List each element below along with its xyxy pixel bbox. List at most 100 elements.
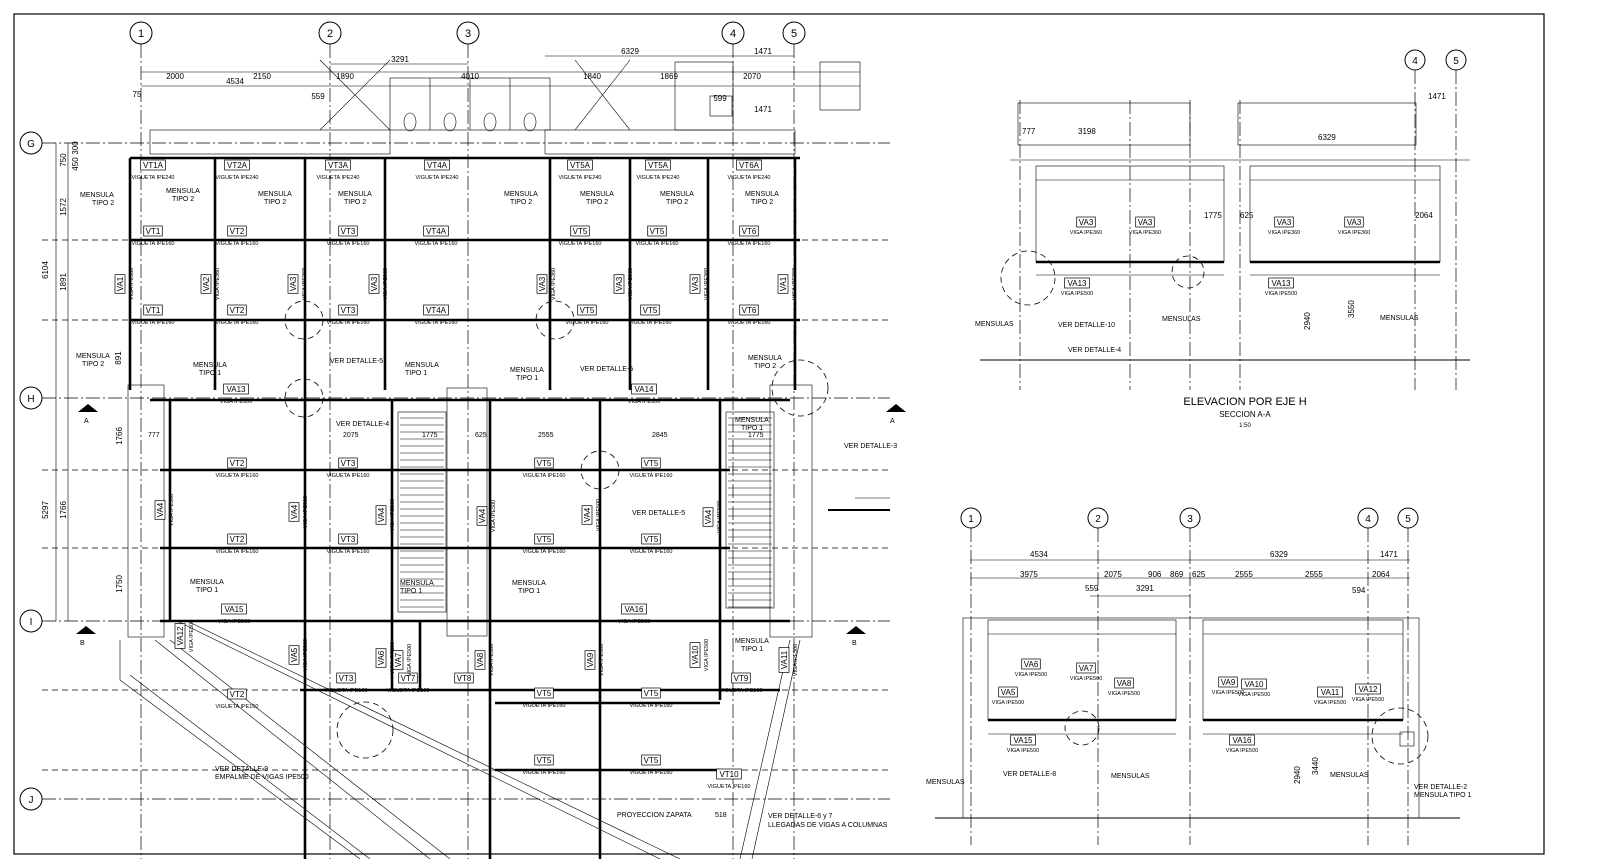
note: VER DETALLE-4 bbox=[336, 421, 389, 428]
plan-row-bubbles: G H I J bbox=[19, 131, 43, 811]
section-label: A bbox=[890, 418, 895, 425]
elev-tag-section: VIGA IPE500 bbox=[1061, 291, 1093, 297]
beam-tag-section: VIGUETA IPE160 bbox=[386, 688, 429, 694]
beam-tag-label: VT2 bbox=[230, 535, 245, 544]
tag-box bbox=[640, 304, 660, 316]
axis-label: I bbox=[30, 617, 33, 628]
tag-box bbox=[778, 647, 790, 673]
note: MENSULAS bbox=[1330, 772, 1369, 779]
beam-tag-label: VT5 bbox=[573, 227, 588, 236]
note: MENSULA bbox=[735, 638, 769, 645]
elevation-scale: 1:50 bbox=[1239, 423, 1251, 429]
beam-tag-label: VA4 bbox=[583, 507, 592, 522]
dim-text: 625 bbox=[475, 432, 487, 439]
dim-text: 906 bbox=[1148, 570, 1162, 579]
beam-tag-label: VT1 bbox=[146, 227, 161, 236]
beam-tag-label: VA4 bbox=[704, 509, 713, 524]
beam-tag-section: VIGA IPE360 bbox=[628, 268, 634, 300]
tag-box bbox=[140, 159, 166, 171]
elev-tag-section: VIGA IPE360 bbox=[1070, 230, 1102, 236]
beam-tag-label: VT3 bbox=[341, 306, 356, 315]
beam-tag-label: VT10 bbox=[719, 770, 739, 779]
tag-box bbox=[1355, 683, 1381, 695]
beam-tag-label: VA15 bbox=[225, 605, 245, 614]
elev-tag-label: VA3 bbox=[1079, 218, 1094, 227]
dim-text: 450 bbox=[71, 157, 80, 171]
note: MENSULA bbox=[745, 191, 779, 198]
dim-text: 1471 bbox=[1428, 92, 1446, 101]
tag-box bbox=[1114, 677, 1134, 689]
elev-tag-section: VIGA IPE500 bbox=[992, 700, 1024, 706]
beam-tag-section: VIGUETA IPE240 bbox=[558, 175, 601, 181]
beam-tag-label: VT3 bbox=[341, 535, 356, 544]
section-label: B bbox=[80, 640, 85, 647]
tag-box bbox=[689, 274, 701, 294]
dim-text: 1890 bbox=[336, 72, 354, 81]
tag-box bbox=[227, 688, 247, 700]
dim-text: 2075 bbox=[1104, 570, 1122, 579]
note: VER DETALLE-5 bbox=[580, 366, 633, 373]
note: MENSULAS bbox=[1380, 315, 1419, 322]
beam-tag-section: VIGUETA IPE160 bbox=[326, 549, 369, 555]
note: VER DETALLE-10 bbox=[1058, 322, 1115, 329]
dim-text: 300 bbox=[71, 141, 80, 155]
elev-tag-label: VA5 bbox=[1001, 688, 1016, 697]
elev-tag-label: VA13 bbox=[1068, 279, 1088, 288]
note: VER DETALLE-4 bbox=[1068, 347, 1121, 354]
dim-text: 1572 bbox=[59, 198, 68, 216]
note: VER DETALLE-5 bbox=[632, 510, 685, 517]
elevation-axis-h: 4 5 1471 777 3198 6329 1775 625 2064 294… bbox=[975, 49, 1470, 429]
plan-top-dimensions: 3291 6329 1471 2000 4534 2150 1890 4010 … bbox=[133, 47, 860, 114]
tag-box bbox=[288, 645, 300, 665]
note: TIPO 1 bbox=[199, 370, 221, 377]
tag-box bbox=[534, 687, 554, 699]
note: TIPO 2 bbox=[172, 196, 194, 203]
tag-box bbox=[1064, 277, 1090, 289]
tag-box bbox=[1229, 734, 1255, 746]
elev-tag-section: VIGA IPE500 bbox=[1238, 692, 1270, 698]
dim-text: 625 bbox=[1192, 570, 1206, 579]
section-label: B bbox=[852, 640, 857, 647]
beam-tag-section: VIGA IPE500 bbox=[717, 501, 723, 533]
beam-tag-label: VT5 bbox=[644, 756, 659, 765]
elev-tag-section: VIGA IPE500 bbox=[1314, 700, 1346, 706]
beam-tag-section: VIGUETA IPE160 bbox=[727, 320, 770, 326]
beam-tag-section: VIGUETA IPE160 bbox=[565, 320, 608, 326]
tag-box bbox=[224, 159, 250, 171]
section-label: A bbox=[84, 418, 89, 425]
elev-tag-section: VIGA IPE500 bbox=[1015, 672, 1047, 678]
dim-text: 3291 bbox=[391, 55, 409, 64]
beam-tag-label: VT5 bbox=[644, 689, 659, 698]
dim-text: 3975 bbox=[1020, 570, 1038, 579]
elev-tag-label: VA9 bbox=[1221, 678, 1236, 687]
